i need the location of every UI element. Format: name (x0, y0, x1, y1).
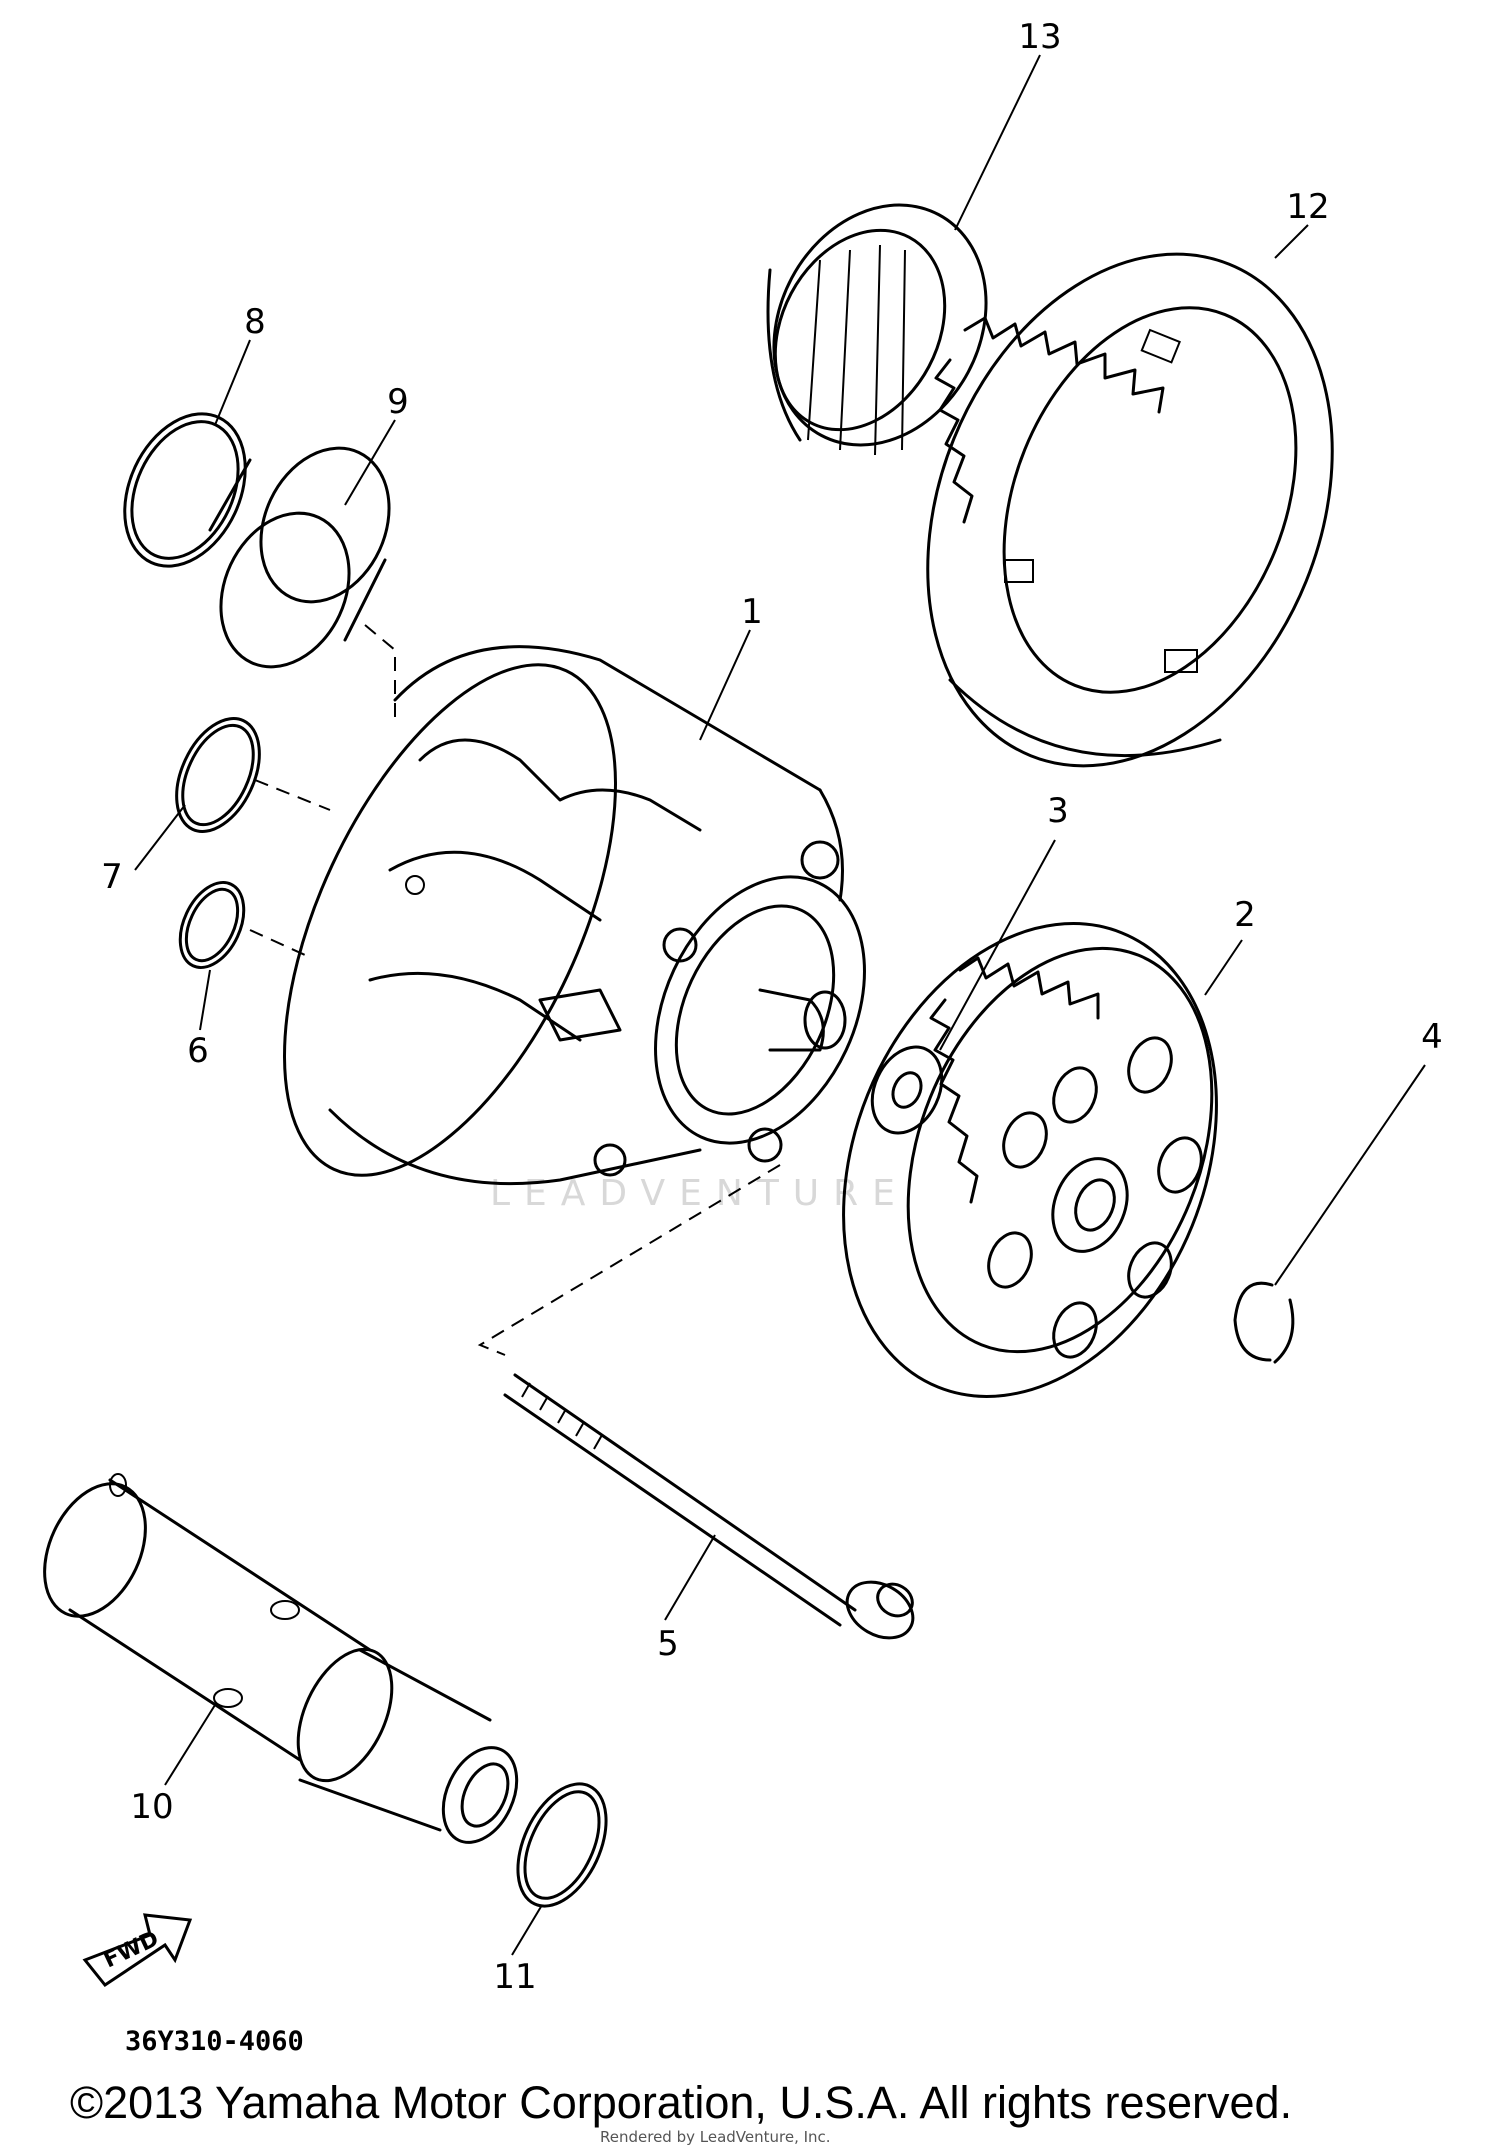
fwd-arrow-icon: FWD (82, 1913, 193, 1988)
callout-6: 6 (187, 1031, 209, 1071)
washer-part-3 (870, 1045, 944, 1135)
part-code: 36Y310-4060 (125, 2026, 304, 2057)
copyright-notice: ©2013 Yamaha Motor Corporation, U.S.A. A… (70, 2077, 1292, 2128)
o-ring-part-8 (123, 412, 247, 568)
starter-clutch-ring-part-12 (926, 252, 1334, 768)
idler-gear-part-2 (842, 922, 1218, 1398)
callout-3: 3 (1047, 791, 1069, 831)
callout-9: 9 (387, 382, 409, 422)
callout-11: 11 (493, 1957, 536, 1997)
callout-4: 4 (1421, 1017, 1443, 1057)
callout-12: 12 (1286, 187, 1329, 227)
callout-13: 13 (1018, 17, 1061, 57)
callout-1: 1 (741, 592, 763, 632)
o-ring-part-11 (516, 1782, 608, 1908)
callout-8: 8 (244, 302, 266, 342)
o-ring-part-7 (175, 717, 261, 833)
assembly-dash-lines (249, 624, 781, 1356)
circlip-part-4 (1233, 1281, 1295, 1364)
callout-5: 5 (657, 1624, 679, 1664)
callout-7: 7 (101, 857, 123, 897)
bolt-part-5 (503, 1373, 915, 1640)
callout-2: 2 (1234, 895, 1256, 935)
shaft-part-10 (43, 1473, 519, 1844)
starter-motor-housing-part-1 (283, 645, 866, 1186)
needle-bearing-part-13 (766, 203, 988, 456)
footer-note: Rendered by LeadVenture, Inc. (600, 2128, 831, 2146)
callout-10: 10 (130, 1787, 173, 1827)
o-ring-part-6 (178, 881, 246, 969)
collar-part-9 (208, 446, 391, 669)
leader-lines (134, 54, 1426, 1956)
